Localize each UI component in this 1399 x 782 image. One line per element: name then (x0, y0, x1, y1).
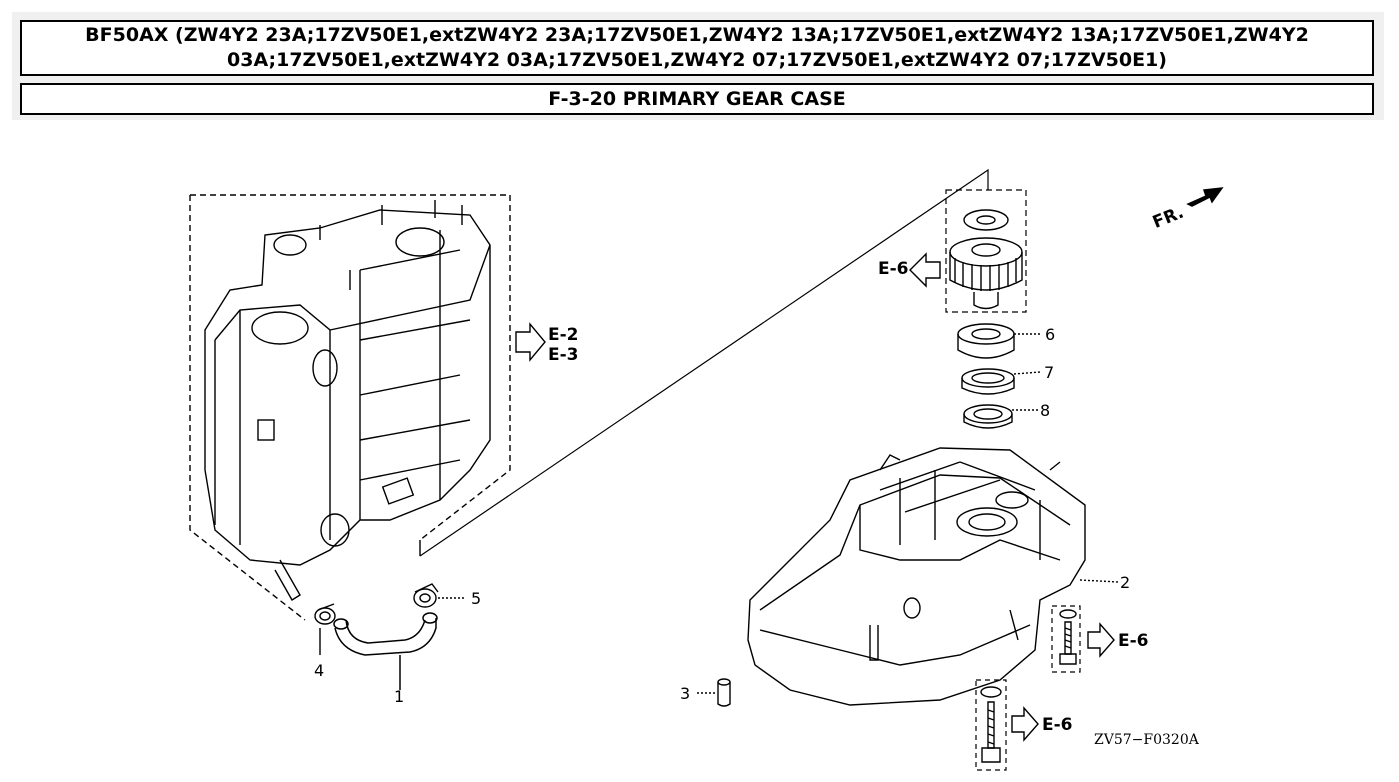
upper-bolt (1059, 609, 1077, 665)
upper-bolt-group-outline (1051, 605, 1081, 673)
header-panel: BF50AX (ZW4Y2 23A;17ZV50E1,extZW4Y2 23A;… (12, 12, 1384, 120)
ref-e2: E-2 (548, 325, 579, 345)
reference-arrow-e6-gear: E-6 (878, 252, 941, 288)
model-title: BF50AX (ZW4Y2 23A;17ZV50E1,extZW4Y2 23A;… (20, 20, 1374, 76)
figure-code: ZV57−F0320A (1094, 732, 1200, 748)
part-6-bearing (957, 323, 1040, 359)
ref-e6-lower-bolt: E-6 (1042, 715, 1073, 735)
callout-8: 8 (1040, 401, 1050, 420)
callout-7: 7 (1044, 363, 1054, 382)
primary-gear (949, 237, 1023, 310)
gear-group-outline (945, 189, 1027, 313)
lower-bolt-group-outline (975, 679, 1007, 771)
ref-e6-gear: E-6 (878, 259, 909, 279)
callout-5: 5 (471, 589, 481, 608)
callout-6: 6 (1045, 325, 1055, 344)
lower-bolt (980, 686, 1002, 763)
ref-e6-upper-bolt: E-6 (1118, 631, 1149, 651)
front-arrow-icon (1186, 187, 1224, 207)
part-1-water-hose (333, 612, 438, 690)
callout-2: 2 (1120, 573, 1130, 592)
reference-arrow-e2-e3: E-2 E-3 (515, 322, 579, 365)
callout-1: 1 (394, 687, 404, 706)
engine-block-outline (189, 194, 511, 621)
reference-arrow-e6-lower-bolt: E-6 (1011, 706, 1073, 742)
gear-washer (963, 209, 1009, 231)
part-8-oil-seal (963, 404, 1038, 429)
front-direction-marker: FR. (1150, 187, 1224, 233)
reference-arrow-e6-upper-bolt: E-6 (1087, 622, 1149, 658)
callout-3: 3 (680, 684, 690, 703)
assembly-leader-line (419, 168, 989, 557)
front-label: FR. (1150, 203, 1187, 233)
part-4-hose-clip (314, 603, 336, 655)
part-5-hose-clip (413, 583, 466, 608)
part-3-dowel-pin (697, 678, 731, 707)
part-7-oil-seal (961, 368, 1041, 395)
callout-4: 4 (314, 661, 324, 680)
ref-e3: E-3 (548, 345, 579, 365)
section-title: F-3-20 PRIMARY GEAR CASE (20, 83, 1374, 115)
part-2-primary-gear-case (747, 447, 1119, 706)
